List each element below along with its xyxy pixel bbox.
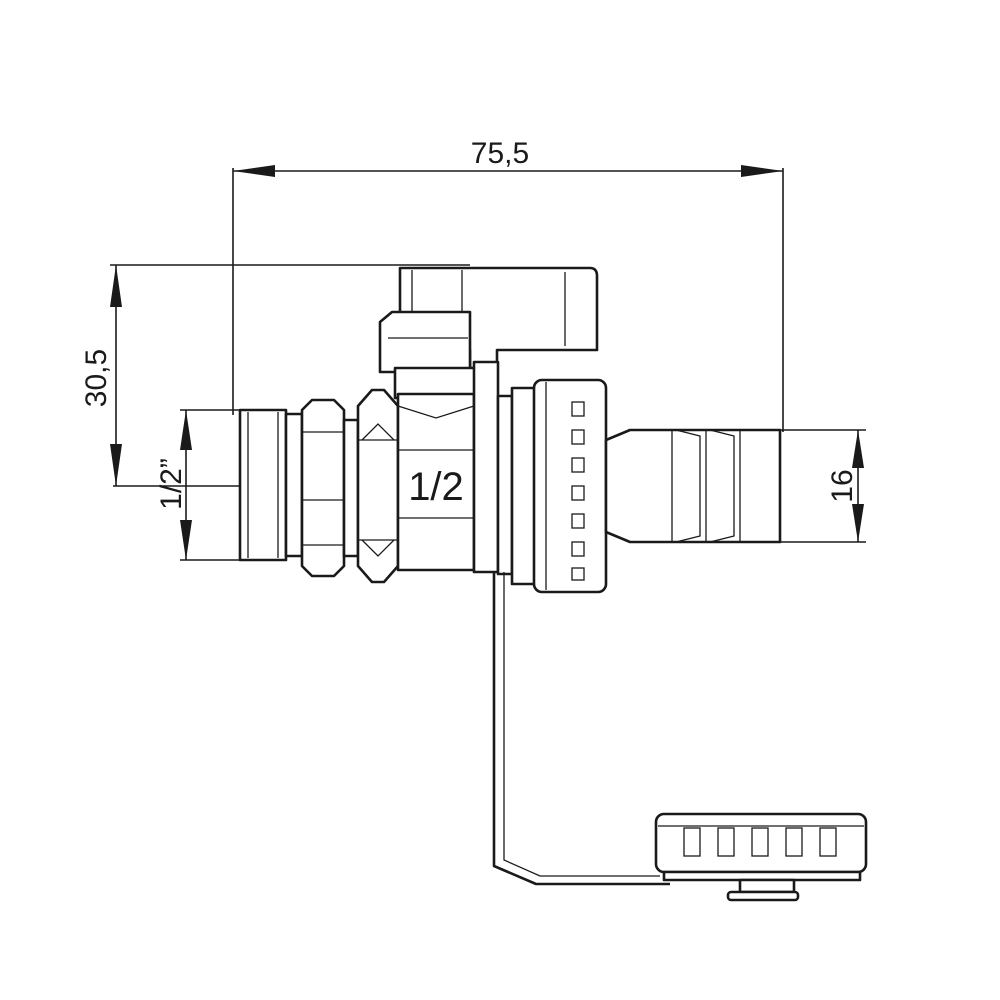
arrow-right (741, 165, 783, 177)
barb-taper (709, 429, 735, 543)
hex-nut-outline (300, 398, 346, 578)
arrow-left (233, 165, 275, 177)
knurl (571, 429, 585, 445)
hose-barb-outline (604, 428, 782, 544)
barb-taper (675, 429, 701, 543)
knurl (571, 457, 585, 473)
knurl (571, 401, 585, 417)
body-top-contour (397, 405, 475, 419)
nut-collar (342, 418, 360, 558)
label-overall-length: 75,5 (471, 137, 529, 170)
arrow-bottom (110, 444, 122, 486)
strap-band (492, 572, 670, 886)
label-height: 30,5 (80, 349, 113, 407)
knurl (571, 513, 585, 529)
thread-body (238, 408, 288, 562)
arrow-thread-bottom (180, 520, 192, 560)
knurl (717, 827, 735, 857)
left-hex-nut (300, 398, 360, 578)
knurl (571, 567, 585, 581)
arrow-hose-bottom (852, 504, 864, 542)
dimension-hose-diameter: 16 (780, 429, 866, 543)
arrow-top (110, 265, 122, 307)
cap-stem (738, 878, 796, 894)
union-nut-knurls (571, 401, 585, 581)
knurl (751, 827, 769, 857)
thread-groove (284, 412, 304, 558)
knurl (683, 827, 701, 857)
arrow-thread-top (180, 410, 192, 450)
dimension-height: 30,5 (80, 264, 470, 487)
body-flange (472, 360, 500, 574)
male-thread-end (238, 408, 304, 562)
strap-inner-edge (503, 572, 660, 877)
body-hex-chamfer (361, 423, 395, 441)
label-hose-diameter: 16 (826, 469, 859, 502)
knurl (571, 541, 585, 557)
body-hex-chamfer (361, 539, 395, 557)
cap-knurls (683, 827, 837, 857)
valve-body: 1/2 (396, 360, 514, 576)
handle-nut (378, 310, 472, 374)
dimension-thread: 1/2” (155, 409, 240, 561)
knurl (819, 827, 837, 857)
body-size-marking: 1/2 (408, 465, 464, 509)
dimension-overall-length: 75,5 (232, 137, 784, 432)
knurl (785, 827, 803, 857)
union-nut (510, 378, 608, 594)
cap-body (654, 812, 868, 874)
hose-cap (654, 812, 868, 902)
retaining-strap (492, 572, 670, 886)
body-hex (356, 388, 400, 584)
knurl (571, 485, 585, 501)
hose-barb (604, 428, 782, 544)
arrow-hose-top (852, 430, 864, 468)
body-hex-outline (356, 388, 400, 584)
body-gasket (496, 394, 514, 576)
valve-body-outline (396, 392, 476, 572)
cap-stem-foot (726, 890, 800, 902)
union-nut-knurl-body (532, 378, 608, 594)
label-thread-size: 1/2” (155, 458, 188, 510)
